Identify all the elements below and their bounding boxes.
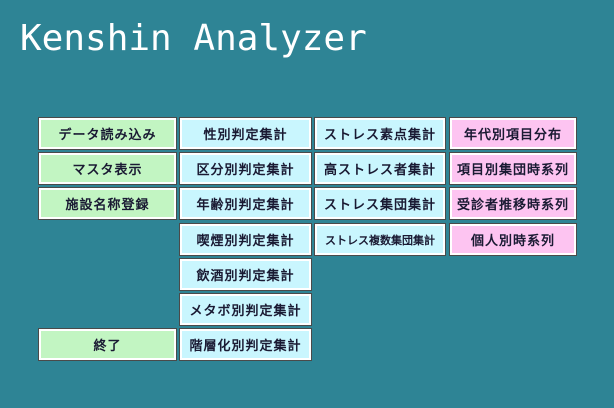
button-master-view[interactable]: マスタ表示: [38, 152, 177, 185]
button-item-group-timeseries[interactable]: 項目別集団時系列: [449, 152, 577, 185]
button-smoking-judgement-sum[interactable]: 喫煙別判定集計: [179, 223, 312, 256]
button-stratified-judgement-sum[interactable]: 階層化別判定集計: [179, 328, 312, 361]
button-drinking-judgement-sum[interactable]: 飲酒別判定集計: [179, 258, 312, 291]
button-age-judgement-sum[interactable]: 年齢別判定集計: [179, 187, 312, 220]
button-stress-group-sum[interactable]: ストレス集団集計: [314, 187, 446, 220]
button-category-judgement-sum[interactable]: 区分別判定集計: [179, 152, 312, 185]
button-facility-name-register[interactable]: 施設名称登録: [38, 187, 177, 220]
button-exit[interactable]: 終了: [38, 328, 177, 361]
button-metabo-judgement-sum[interactable]: メタボ別判定集計: [179, 293, 312, 326]
button-stress-multi-group-sum[interactable]: ストレス複数集団集計: [314, 223, 446, 256]
app-title: Kenshin Analyzer: [20, 18, 367, 59]
button-age-item-distribution[interactable]: 年代別項目分布: [449, 117, 577, 150]
button-data-load[interactable]: データ読み込み: [38, 117, 177, 150]
button-examinee-transition-timeseries[interactable]: 受診者推移時系列: [449, 187, 577, 220]
button-high-stress-sum[interactable]: 高ストレス者集計: [314, 152, 446, 185]
button-stress-score-sum[interactable]: ストレス素点集計: [314, 117, 446, 150]
button-sex-judgement-sum[interactable]: 性別判定集計: [179, 117, 312, 150]
button-individual-timeseries[interactable]: 個人別時系列: [449, 223, 577, 256]
